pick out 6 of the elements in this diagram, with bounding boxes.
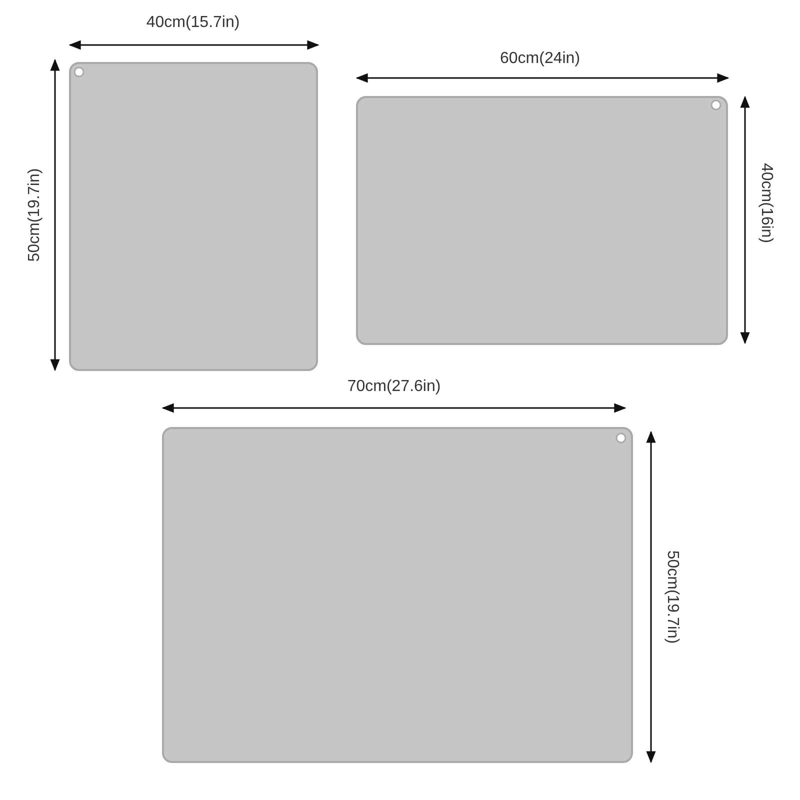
dimension-label: 60cm(24in) [500, 51, 580, 67]
dimension-label: 50cm(19.7in) [27, 168, 43, 262]
dimension-label: 40cm(16in) [758, 162, 774, 244]
dimension-label: 70cm(27.6in) [347, 379, 441, 395]
dimension-label: 50cm(19.7in) [664, 550, 680, 644]
dimension-label: 40cm(15.7in) [146, 15, 240, 31]
